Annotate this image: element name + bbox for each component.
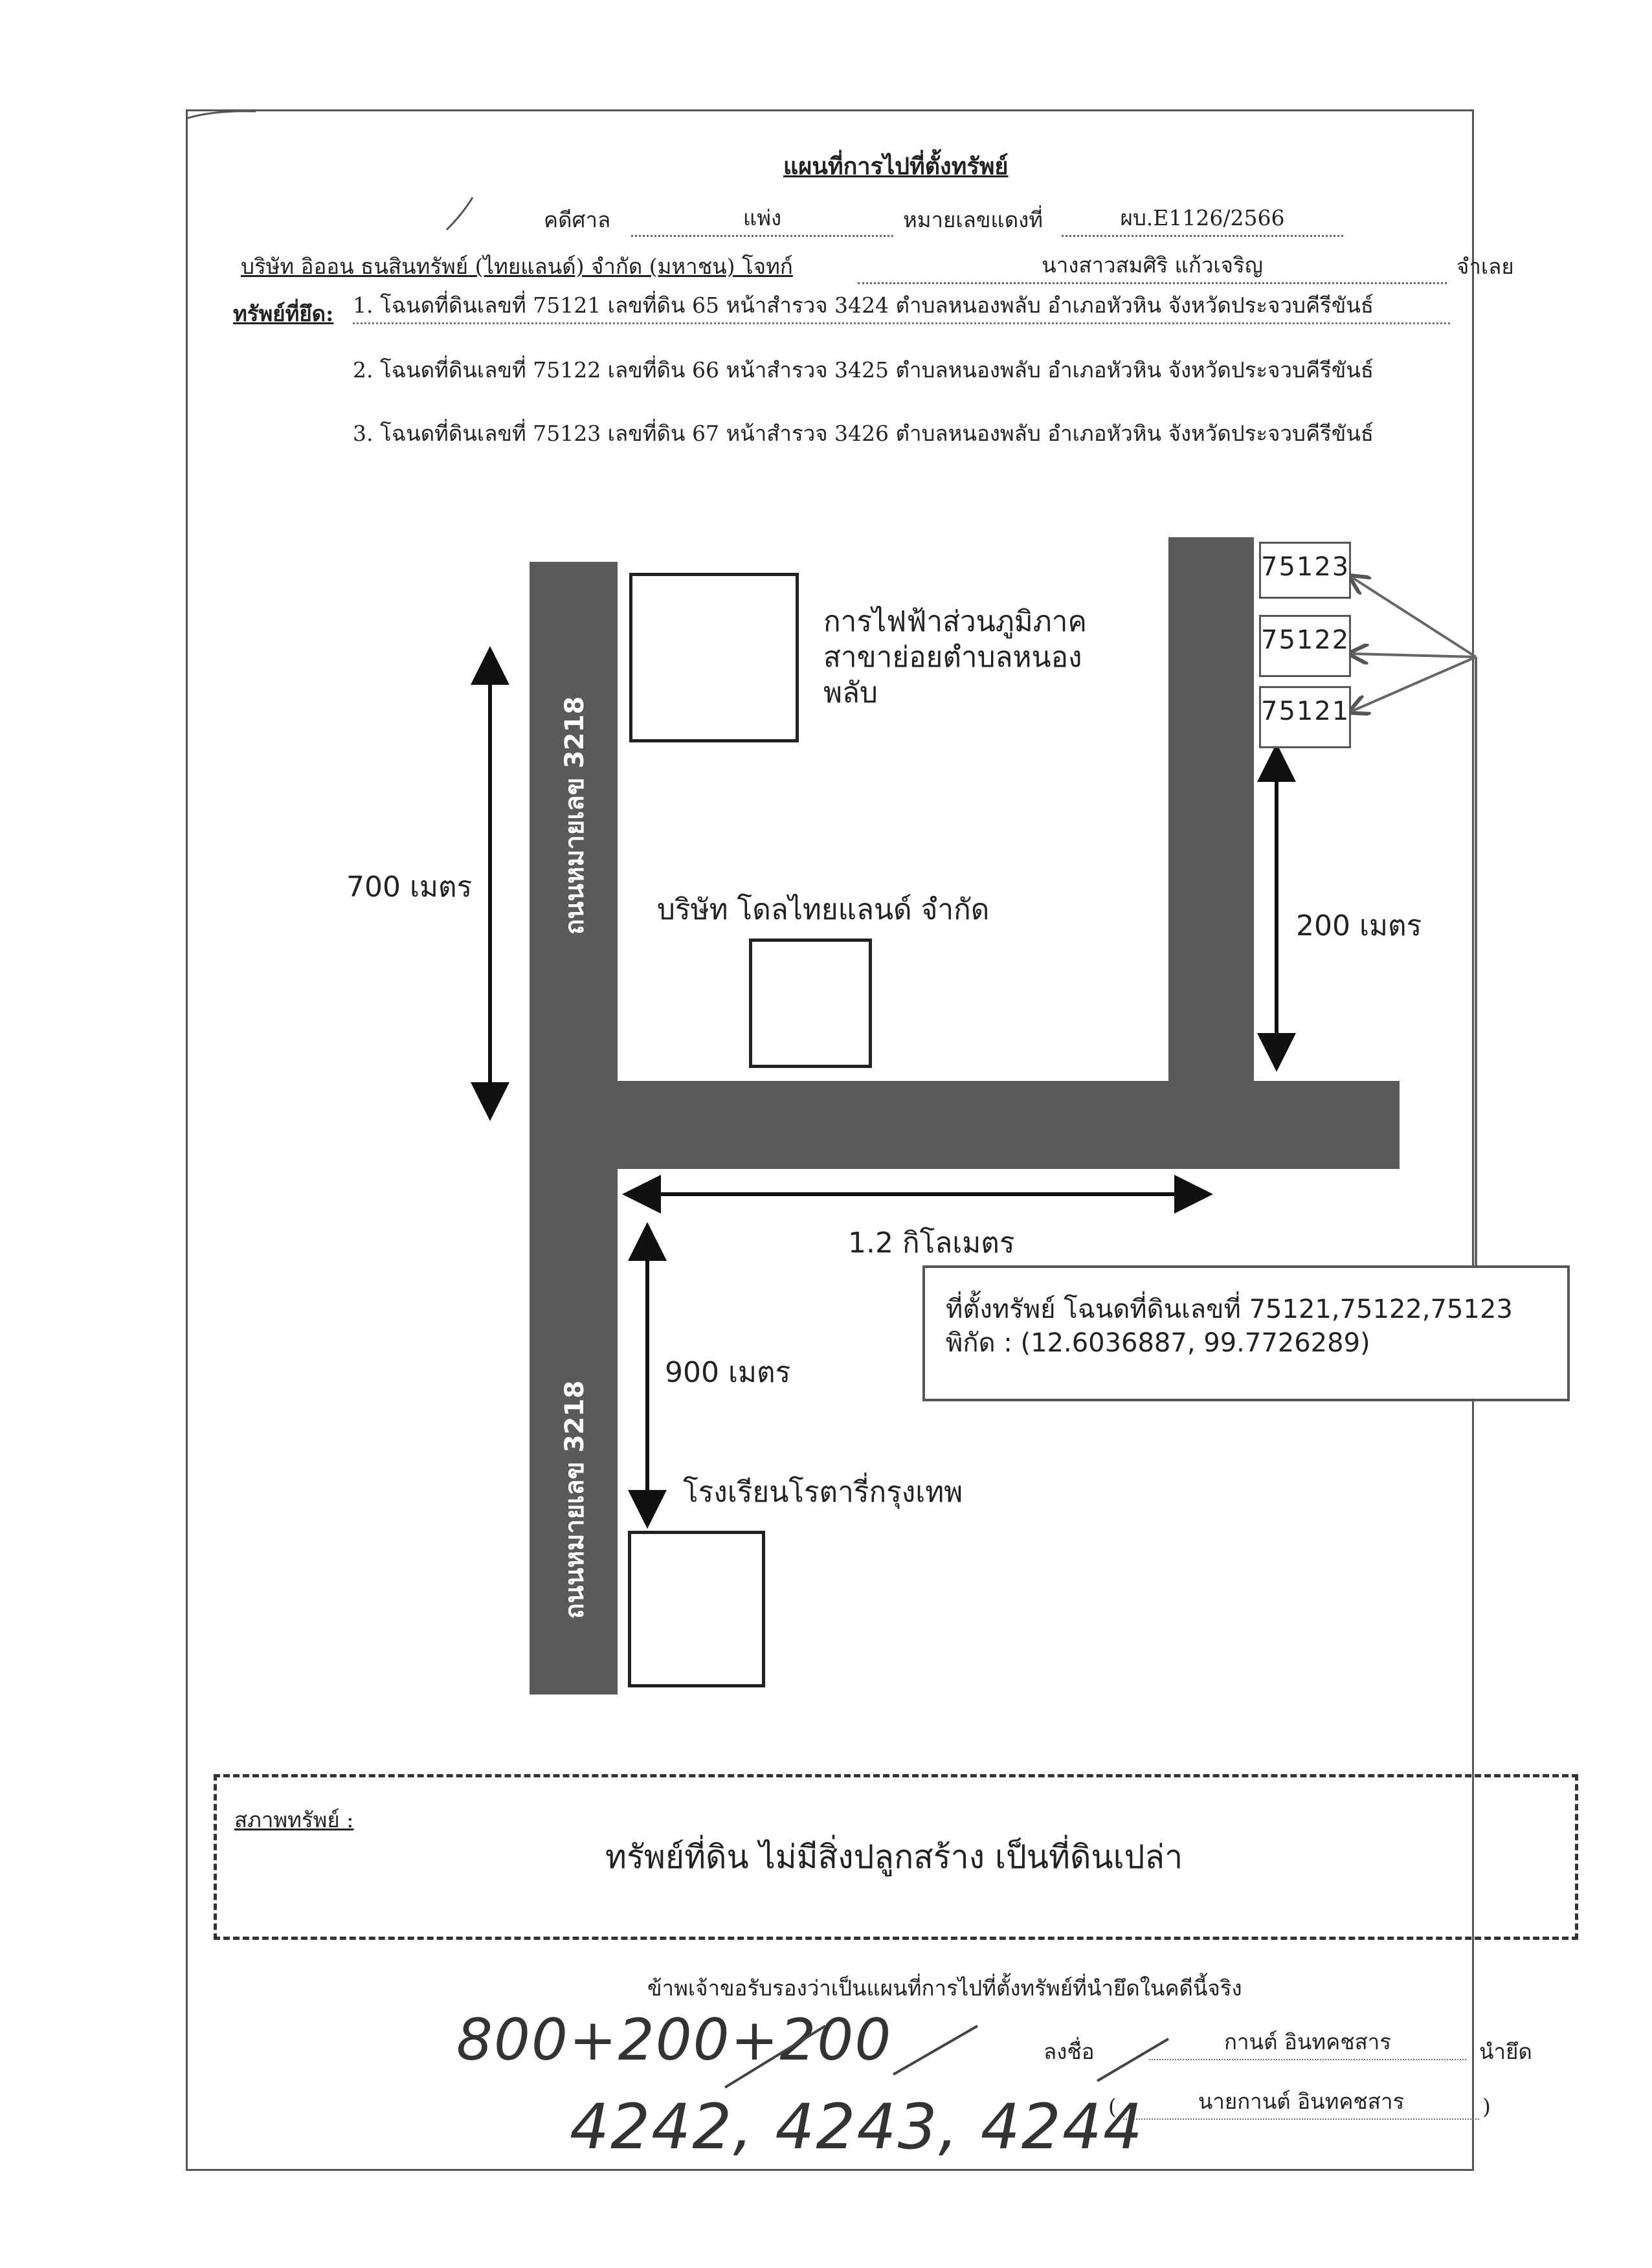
distance-200m: 200 เมตร <box>1296 909 1422 942</box>
distance-900m: 900 เมตร <box>665 1356 791 1389</box>
close-paren: ) <box>1482 2094 1491 2119</box>
handwritten-deed-numbers: 4242, 4243, 4244 <box>570 2091 1144 2163</box>
electricity-office-label-3: พลับ <box>823 676 878 709</box>
red-case-value: ผบ.E1126/2566 <box>1062 201 1343 237</box>
pointer-75123 <box>1353 578 1477 658</box>
company-building <box>749 939 872 1068</box>
deed-2: 2. โฉนดที่ดินเลขที่ 75122 เลขที่ดิน 66 ห… <box>353 357 1374 383</box>
page-title: แผนที่การไปที่ตั้งทรัพย์ <box>783 153 1009 180</box>
sign-label: ลงชื่อ <box>1044 2039 1095 2064</box>
defendant-label: จำเลย <box>1457 254 1514 279</box>
company-label: บริษัท โดลไทยแลนด์ จำกัด <box>657 893 990 926</box>
electricity-office-label-2: สาขาย่อยตำบลหนอง <box>823 641 1082 674</box>
parcel-75123: 75123 <box>1259 542 1351 599</box>
court-value: แพ่ง <box>631 201 893 237</box>
open-paren: ( <box>1108 2094 1117 2119</box>
location-deeds: ที่ตั้งทรัพย์ โฉนดที่ดินเลขที่ 75121,751… <box>946 1295 1513 1324</box>
condition-box <box>214 1774 1578 1940</box>
handwritten-sum: 800+200+200 <box>456 2007 893 2073</box>
pointer-75122 <box>1353 654 1477 657</box>
seized-label: ทรัพย์ที่ยึด: <box>233 301 334 326</box>
red-case-label: หมายเลขแดงที่ <box>903 207 1043 232</box>
location-info-box: ที่ตั้งทรัพย์ โฉนดที่ดินเลขที่ 75121,751… <box>922 1265 1570 1401</box>
signer-signature: กานต์ อินทคชสาร <box>1149 2025 1466 2060</box>
school-building <box>628 1531 765 1687</box>
electricity-office-building <box>629 573 799 742</box>
parcel-75122: 75122 <box>1259 615 1351 677</box>
distance-700m: 700 เมตร <box>346 871 473 904</box>
location-coordinates: พิกัด : (12.6036887, 99.7726289) <box>946 1328 1370 1358</box>
pointer-75121 <box>1353 656 1477 711</box>
condition-label: สภาพทรัพย์ : <box>234 1807 354 1832</box>
parcel-75121: 75121 <box>1259 686 1351 748</box>
court-label: คดีศาล <box>544 207 611 232</box>
deed-1: 1. โฉนดที่ดินเลขที่ 75121 เลขที่ดิน 65 ห… <box>353 288 1450 324</box>
deed-3: 3. โฉนดที่ดินเลขที่ 75123 เลขที่ดิน 67 ห… <box>353 421 1374 446</box>
road-3218-main <box>530 562 618 1695</box>
electricity-office-label-1: การไฟฟ้าส่วนภูมิภาค <box>823 605 1087 638</box>
plaintiff: บริษัท อิออน ธนสินทรัพย์ (ไทยแลนด์) จำกั… <box>241 254 793 279</box>
signer-name: นายกานต์ อินทคชสาร <box>1123 2084 1479 2120</box>
school-label: โรงเรียนโรตารี่กรุงเทพ <box>683 1476 963 1509</box>
road-side-vertical <box>1168 537 1254 1081</box>
role-label: นำยึด <box>1479 2039 1532 2064</box>
defendant-value: นางสาวสมศิริ แก้วเจริญ <box>858 248 1447 284</box>
distance-1200m: 1.2 กิโลเมตร <box>848 1227 1015 1260</box>
page-border <box>186 109 1474 2171</box>
condition-value: ทรัพย์ที่ดิน ไม่มีสิ่งปลูกสร้าง เป็นที่ด… <box>605 1838 1183 1876</box>
certify-text: ข้าพเจ้าขอรับรองว่าเป็นแผนที่การไปที่ตั้… <box>647 1975 1242 2001</box>
road-horizontal <box>618 1081 1400 1169</box>
